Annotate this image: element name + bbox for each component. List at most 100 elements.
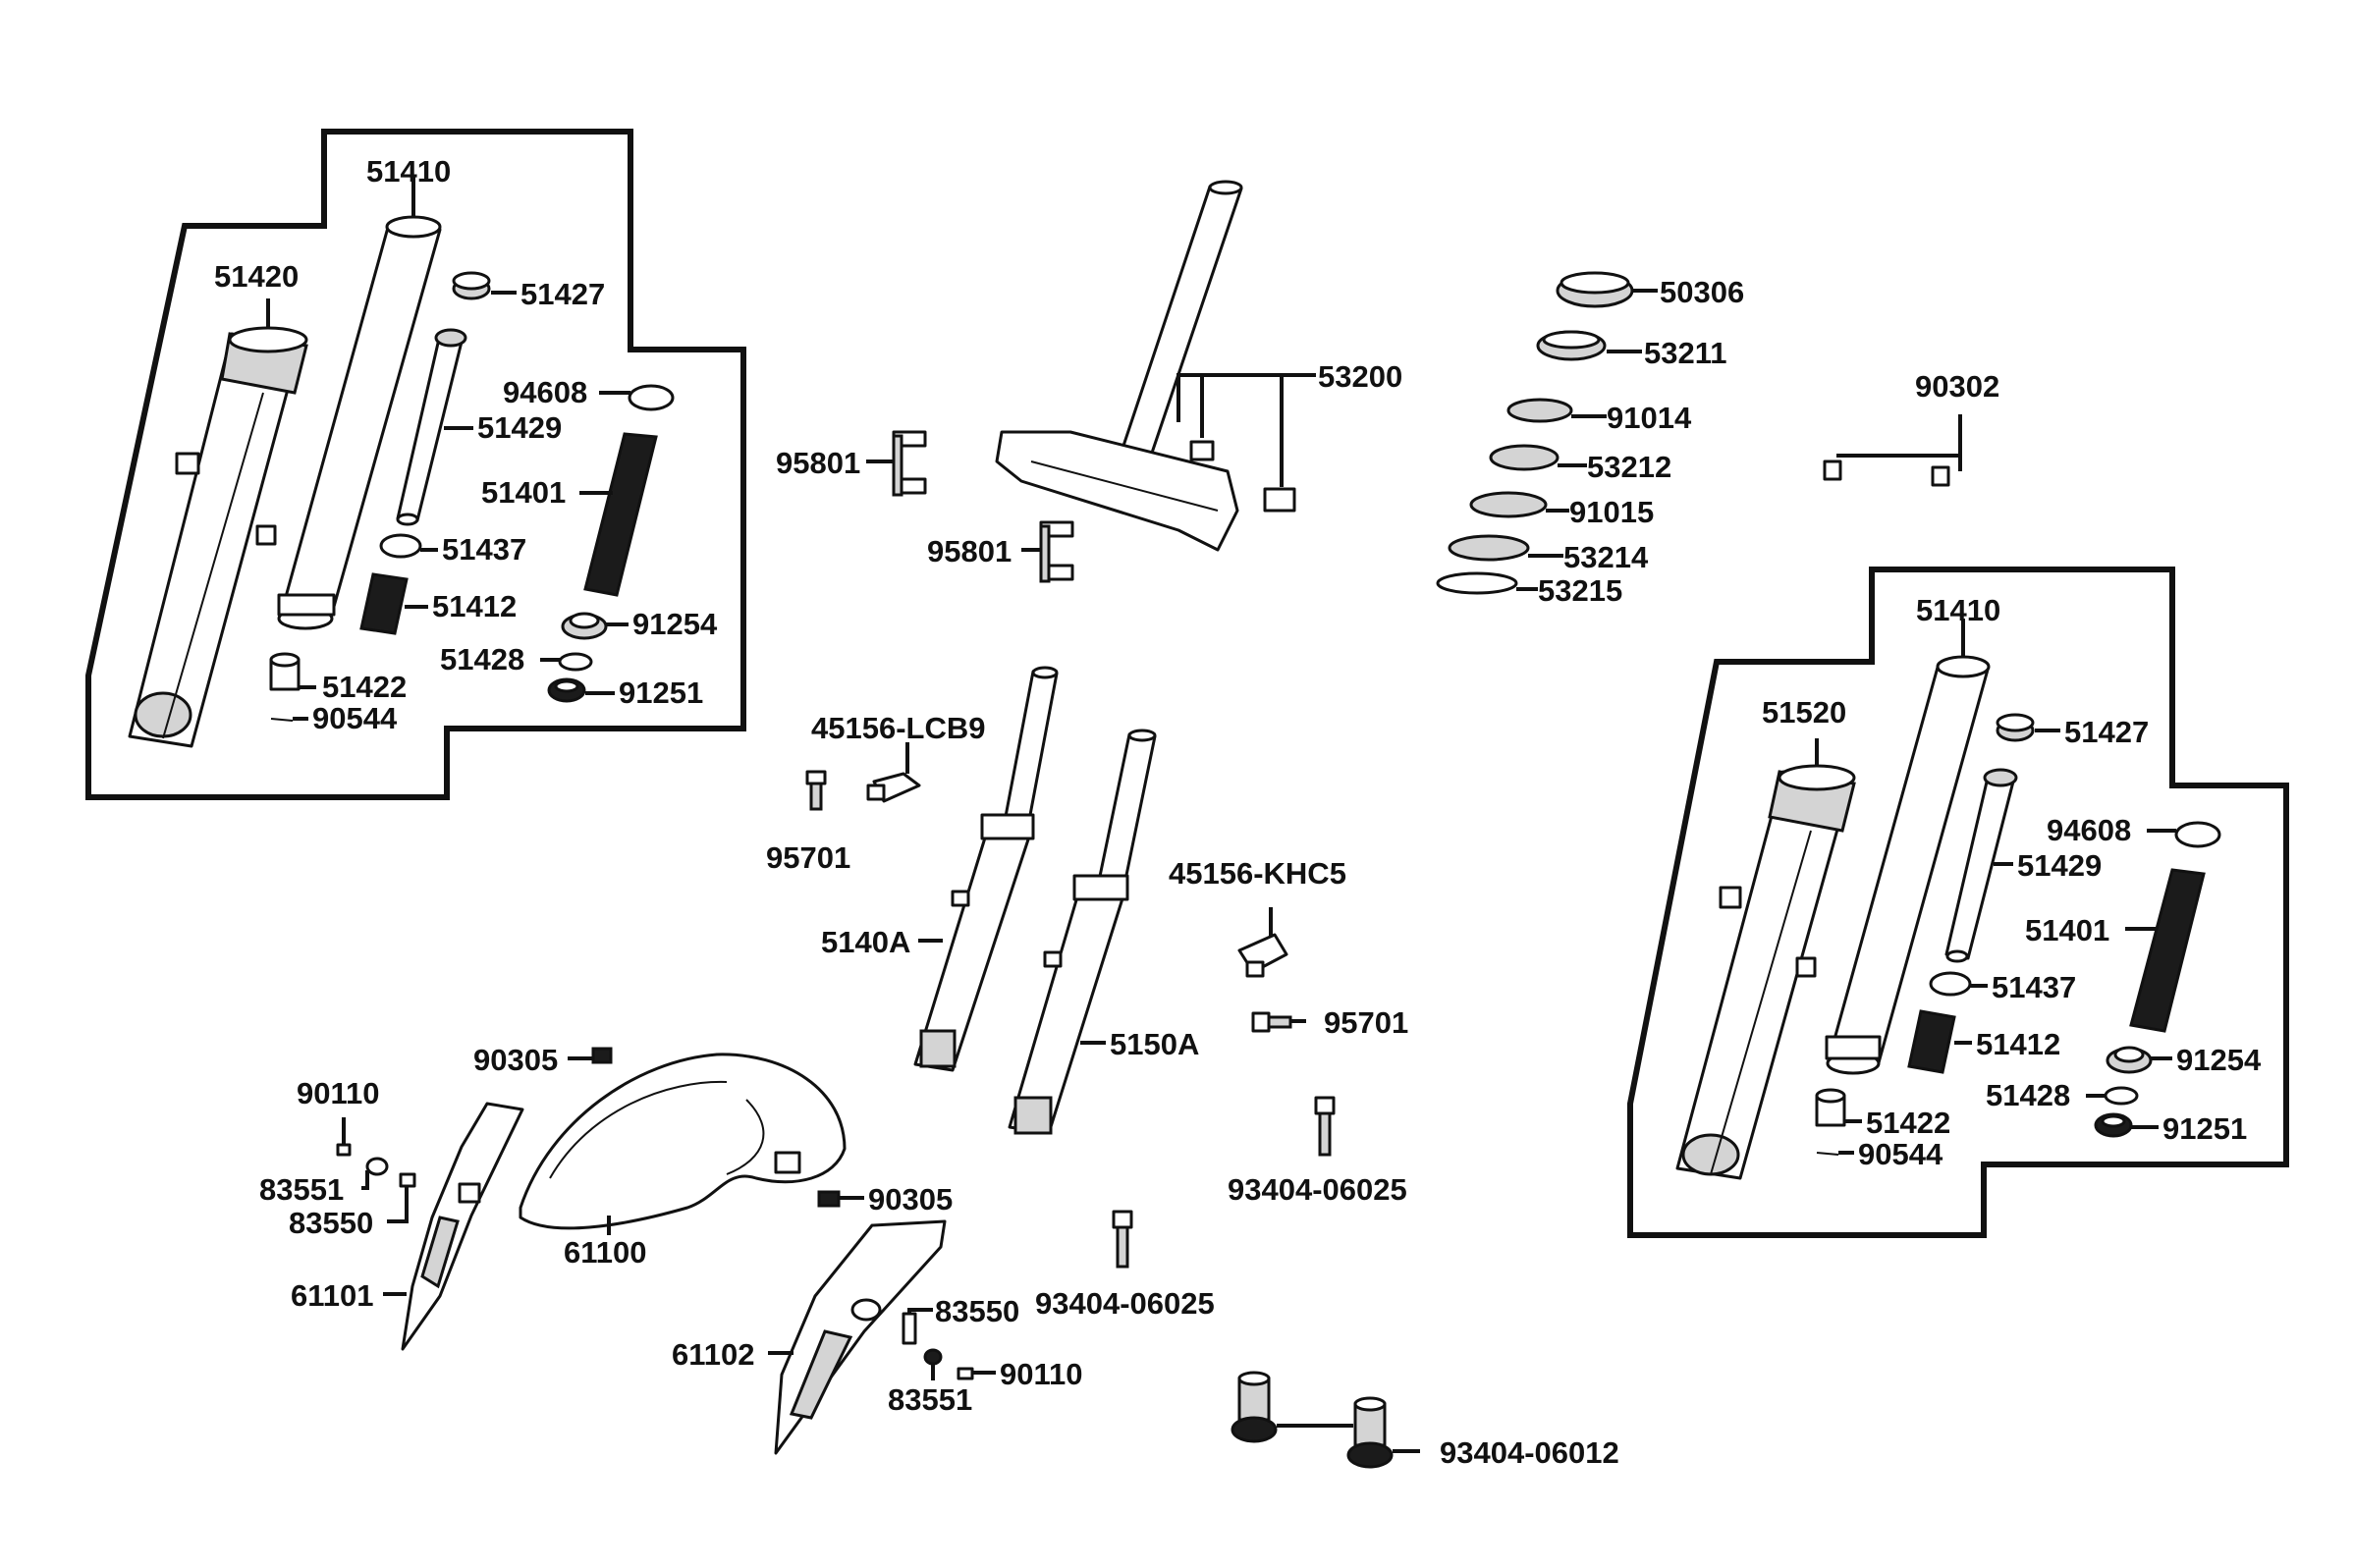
label-50306: 50306 [1660, 275, 1744, 309]
label-53215: 53215 [1538, 573, 1622, 608]
clamp-45156-khc5-part [1237, 933, 1288, 978]
left-clip-part [558, 652, 593, 672]
side-cover-61102-part [774, 1219, 947, 1455]
right-dust-seal-part [2094, 1112, 2133, 1138]
right-bushing-part [1815, 1088, 1846, 1127]
label-5150a: 5150A [1110, 1027, 1199, 1061]
bolt-95701-lower-part [1251, 1011, 1292, 1033]
label-61100: 61100 [564, 1235, 647, 1270]
label-83551-right: 83551 [888, 1382, 972, 1417]
right-pin-part [1816, 1152, 1839, 1156]
label-83551-left: 83551 [259, 1172, 344, 1207]
left-cap-part [452, 271, 491, 300]
label-51429-right: 51429 [2017, 848, 2102, 883]
label-51437-right: 51437 [1992, 970, 2076, 1004]
bolt-93404-06025-middle-part [1112, 1210, 1133, 1269]
left-pin-part [270, 718, 294, 722]
label-45156-khc5: 45156-KHC5 [1169, 856, 1346, 891]
headset-group: 50306 53211 91014 53212 91015 53214 5321… [1436, 271, 1744, 608]
label-53211: 53211 [1644, 336, 1727, 370]
left-oring-part [628, 384, 675, 411]
left-group-border [85, 129, 746, 800]
left-dust-seal-part [547, 677, 586, 703]
label-90544-left: 90544 [312, 701, 398, 735]
clamp-45156-lcb9-part [866, 772, 921, 803]
label-90110-right: 90110 [1000, 1357, 1083, 1391]
label-61101: 61101 [291, 1278, 374, 1313]
label-90110-left: 90110 [297, 1076, 380, 1110]
left-spring-part [583, 432, 658, 597]
label-91254-right: 91254 [2176, 1043, 2262, 1077]
label-61102: 61102 [672, 1337, 755, 1372]
nut-83551-right-part [923, 1348, 943, 1366]
label-51520-right: 51520 [1762, 695, 1846, 730]
fork-leg-5140a-part [913, 666, 1059, 1072]
bolt-90305-lower-part [817, 1190, 841, 1208]
label-91014: 91014 [1607, 401, 1692, 435]
race-53212-part [1489, 444, 1560, 471]
bolt-90305-upper-part [591, 1047, 613, 1064]
label-93404-06025-right: 93404-06025 [1228, 1172, 1407, 1207]
bearing-91015-part [1469, 491, 1548, 518]
right-spring-part [2129, 868, 2206, 1033]
bearing-91014-part [1506, 398, 1573, 423]
label-91251-right: 91251 [2162, 1111, 2247, 1146]
label-51437-left: 51437 [442, 532, 526, 567]
bolt-95701-upper-part [805, 770, 827, 811]
screw-90302-part [1823, 460, 1950, 487]
left-damper-rod-part [396, 328, 467, 526]
label-45156-lcb9: 45156-LCB9 [811, 711, 985, 745]
label-51420-left: 51420 [214, 259, 299, 294]
label-90544-right: 90544 [1858, 1137, 1943, 1171]
left-short-spring-part [359, 572, 409, 635]
bolt-93404-06012-right-part [1346, 1396, 1394, 1469]
right-clip-part [2104, 1086, 2139, 1106]
fork-leg-5150a-part [1008, 729, 1157, 1135]
race-53214-part [1448, 534, 1530, 562]
left-seal-part [561, 612, 608, 640]
right-damper-rod-part [1944, 768, 2018, 963]
label-53212: 53212 [1587, 450, 1671, 484]
clip-83550-left-part [399, 1172, 416, 1188]
label-91015: 91015 [1569, 495, 1654, 529]
right-inner-tube-part [1825, 655, 1991, 1075]
steering-stem-group: 53200 95801 95801 [776, 180, 1402, 583]
fork-legs-group: 5140A 5150A 45156-LCB9 95701 [766, 666, 1408, 1207]
left-fork-group: 51410 51420 51427 94608 51429 51401 5143… [85, 129, 746, 800]
label-91254-left: 91254 [632, 607, 718, 641]
label-51428-left: 51428 [440, 642, 524, 676]
label-51422-left: 51422 [322, 670, 407, 704]
label-93404-06025-middle: 93404-06025 [1035, 1286, 1215, 1321]
right-short-spring-part [1907, 1009, 1956, 1074]
label-83550-left: 83550 [289, 1206, 373, 1240]
label-94608-right: 94608 [2047, 813, 2131, 847]
label-93404-06012: 93404-06012 [1440, 1435, 1619, 1470]
bolt-95801-upper-part [892, 430, 927, 497]
nut-83551-left-part [365, 1157, 389, 1176]
bolts-93404-06012-group: 93404-06012 [1231, 1371, 1619, 1470]
label-51410-right: 51410 [1916, 593, 2000, 627]
label-51401-right: 51401 [2025, 913, 2109, 947]
right-cap-part [1996, 713, 2035, 742]
label-95801-lower: 95801 [927, 534, 1012, 568]
label-51422-right: 51422 [1866, 1106, 1950, 1140]
left-inner-tube-part [277, 215, 442, 630]
screw-90302-group: 90302 [1823, 369, 1999, 487]
label-94608-left: 94608 [503, 375, 587, 409]
right-oring-part [2174, 821, 2221, 848]
label-51401-left: 51401 [481, 475, 566, 510]
right-outer-tube-part [1675, 764, 1856, 1180]
label-51412-left: 51412 [432, 589, 517, 623]
label-95801-upper: 95801 [776, 446, 860, 480]
label-95701-upper: 95701 [766, 840, 850, 875]
screw-90110-left-part [336, 1143, 352, 1157]
label-51428-right: 51428 [1986, 1078, 2070, 1112]
left-bushing-part [269, 652, 301, 691]
bolt-93404-06025-right-part [1314, 1096, 1336, 1157]
label-90302: 90302 [1915, 369, 1999, 404]
label-5140a: 5140A [821, 925, 910, 959]
label-51412-right: 51412 [1976, 1027, 2060, 1061]
label-51410-left: 51410 [366, 154, 451, 189]
right-fork-group: 51410 51520 51427 94608 51429 51401 5143… [1627, 567, 2289, 1238]
